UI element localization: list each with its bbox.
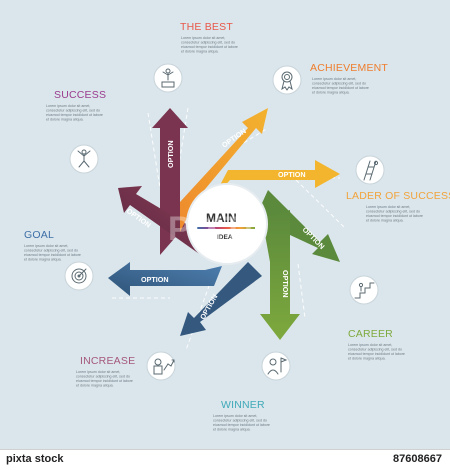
- step-the-best: THE BEST Lorem ipsum dolor sit amet, con…: [180, 21, 238, 54]
- step-body-line: et dolore magna aliqua.: [366, 219, 404, 223]
- arrow-upleft-plum: [118, 186, 210, 258]
- step-body-line: eiusmod tempor incididunt ut labore: [181, 45, 238, 49]
- stock-logo: pixta stock: [6, 453, 64, 465]
- step-body-line: eiusmod tempor incididunt ut labore: [76, 379, 133, 383]
- step-career: CAREER Lorem ipsum dolor sit amet, conse…: [348, 328, 405, 361]
- icon-glyphs: [71, 68, 379, 375]
- step-body-line: et dolore magna aliqua.: [46, 118, 84, 122]
- step-achievement: ACHIEVEMENT Lorem ipsum dolor sit amet, …: [310, 62, 388, 95]
- step-body-line: consectetur adipiscing elit, sed do: [46, 109, 100, 113]
- arrow-down-green: [260, 210, 300, 340]
- trophy-winner-icon: [161, 68, 175, 88]
- award-medal-icon: [281, 71, 293, 91]
- center-label: MAIN IDEA: [197, 211, 255, 241]
- center-rainbow-bar: [197, 227, 255, 229]
- step-body-line: et dolore magna aliqua.: [181, 50, 219, 54]
- step-body-line: et dolore magna aliqua.: [213, 428, 251, 432]
- option-label-1: OPTION: [166, 140, 175, 168]
- step-body-line: Lorem ipsum dolor sit amet,: [24, 244, 68, 248]
- step-body-line: eiusmod tempor incididunt ut labore: [213, 423, 270, 427]
- arrow-rightdown-green: [258, 190, 340, 262]
- arrow-left-blue: [108, 262, 222, 296]
- step-body-line: consectetur adipiscing elit, sed do: [366, 210, 420, 214]
- step-title: ACHIEVEMENT: [310, 62, 388, 74]
- step-title: THE BEST: [180, 21, 233, 33]
- step-increase: INCREASE Lorem ipsum dolor sit amet, con…: [76, 355, 135, 388]
- step-body-line: consectetur adipiscing elit, sed do: [312, 82, 366, 86]
- watermark: PIXTA: [168, 210, 266, 248]
- step-title: LADER OF SUCCESS: [346, 190, 450, 202]
- step-body-line: et dolore magna aliqua.: [24, 258, 62, 262]
- growth-person-icon: [153, 358, 175, 375]
- step-body-line: Lorem ipsum dolor sit amet,: [213, 414, 257, 418]
- step-title: CAREER: [348, 328, 393, 340]
- step-body-line: consectetur adipiscing elit, sed do: [181, 41, 235, 45]
- arrow-downleft-blue: [180, 262, 262, 336]
- winner-flag-icon: [267, 357, 288, 375]
- step-winner: WINNER Lorem ipsum dolor sit amet, conse…: [213, 399, 270, 432]
- option-label-6: OPTION: [281, 270, 290, 298]
- option-label-8: OPTION: [141, 275, 169, 284]
- step-body-line: Lorem ipsum dolor sit amet,: [312, 77, 356, 81]
- step-body-line: Lorem ipsum dolor sit amet,: [348, 343, 392, 347]
- step-body-line: Lorem ipsum dolor sit amet,: [181, 36, 225, 40]
- step-body-line: eiusmod tempor incididunt ut labore: [46, 113, 103, 117]
- arrow-right-yellow: [212, 160, 340, 200]
- center-hub-ring: [186, 183, 268, 265]
- step-title: INCREASE: [80, 355, 135, 367]
- step-body-line: consectetur adipiscing elit, sed do: [76, 375, 130, 379]
- center-idea-text: IDEA: [217, 234, 233, 241]
- step-body-line: eiusmod tempor incididunt ut labore: [312, 86, 369, 90]
- step-title: SUCCESS: [54, 89, 106, 101]
- step-body-line: eiusmod tempor incididunt ut labore: [24, 253, 81, 257]
- jumping-person-icon: [77, 149, 91, 168]
- step-body-line: Lorem ipsum dolor sit amet,: [366, 205, 410, 209]
- step-body-line: Lorem ipsum dolor sit amet,: [76, 370, 120, 374]
- target-icon: [71, 268, 87, 284]
- step-body-line: consectetur adipiscing elit, sed do: [348, 348, 402, 352]
- career-steps-icon: [354, 282, 375, 299]
- arrow-wheel: [108, 108, 340, 340]
- step-title: GOAL: [24, 229, 54, 241]
- center-main-text: MAIN: [206, 211, 237, 225]
- step-body-line: consectetur adipiscing elit, sed do: [213, 419, 267, 423]
- step-body-line: et dolore magna aliqua.: [76, 384, 114, 388]
- center-hub: [187, 184, 267, 264]
- step-body-line: Lorem ipsum dolor sit amet,: [46, 104, 90, 108]
- arrow-upright-orange: [180, 108, 268, 232]
- step-body-line: consectetur adipiscing elit, sed do: [24, 249, 78, 253]
- step-body-line: et dolore magna aliqua.: [312, 91, 350, 95]
- badge-ladder: [355, 155, 385, 185]
- option-label-4: OPTION: [278, 170, 306, 179]
- step-body-line: eiusmod tempor incididunt ut labore: [348, 352, 405, 356]
- ladder-climb-icon: [363, 160, 379, 181]
- badge-winner: [261, 351, 291, 381]
- step-success: SUCCESS Lorem ipsum dolor sit amet, cons…: [46, 89, 106, 122]
- step-body-line: et dolore magna aliqua.: [348, 357, 386, 361]
- stock-image-number: 87608667: [393, 453, 442, 465]
- step-goal: GOAL Lorem ipsum dolor sit amet, consect…: [24, 229, 81, 262]
- step-ladder-of-success: LADER OF SUCCESS Lorem ipsum dolor sit a…: [346, 190, 450, 223]
- step-title: WINNER: [221, 399, 265, 411]
- badge-career: [349, 275, 379, 305]
- stock-footer: pixta stock 87608667: [0, 449, 450, 470]
- step-body-line: eiusmod tempor incididunt ut labore: [366, 214, 423, 218]
